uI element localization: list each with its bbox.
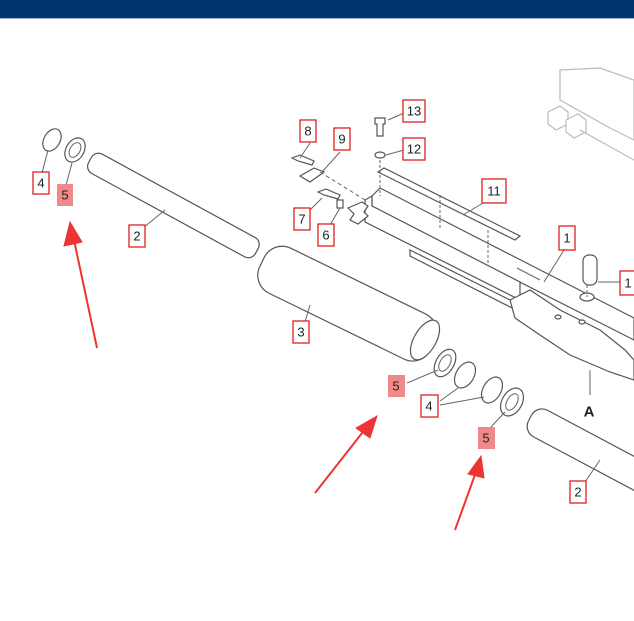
callout-2-left: 2 [128, 224, 146, 248]
callout-4-middle: 4 [420, 394, 439, 418]
svg-text:2: 2 [574, 485, 581, 500]
callout-6: 6 [317, 223, 335, 247]
callout-2-right: 2 [569, 480, 587, 504]
callout-8: 8 [299, 119, 317, 143]
svg-text:3: 3 [297, 325, 304, 340]
callout-5-middle-highlighted: 5 [388, 375, 405, 397]
background-assembly [547, 67, 634, 161]
svg-text:7: 7 [298, 212, 305, 227]
red-arrows [63, 220, 485, 531]
arrow-head-right [467, 454, 485, 479]
callout-10: 1 [619, 270, 634, 296]
arrow-head-left [63, 220, 83, 247]
svg-text:5: 5 [392, 379, 399, 394]
washer-part-4-b [480, 376, 504, 404]
callout-3: 3 [292, 320, 310, 344]
top-header-bar [0, 0, 634, 19]
callout-5-left-highlighted: 5 [57, 184, 73, 206]
washer-part-4-left [42, 128, 62, 152]
washer-part-4-a [453, 361, 477, 389]
svg-text:5: 5 [61, 188, 68, 203]
svg-text:12: 12 [407, 142, 421, 157]
svg-text:11: 11 [487, 184, 501, 199]
bearing-part-5-left [64, 137, 86, 163]
callout-11: 11 [481, 178, 507, 204]
callout-13: 13 [402, 99, 426, 123]
roller-part-2-left [86, 152, 260, 259]
svg-text:13: 13 [407, 104, 421, 119]
svg-text:1: 1 [563, 231, 570, 246]
small-hardware [290, 117, 386, 209]
svg-text:2: 2 [133, 229, 140, 244]
svg-text:5: 5 [482, 431, 489, 446]
callout-1: 1 [558, 225, 576, 251]
svg-text:8: 8 [304, 124, 311, 139]
view-label-a: A [584, 404, 595, 421]
callout-4-left: 4 [32, 171, 50, 195]
svg-text:4: 4 [425, 399, 432, 414]
svg-text:4: 4 [37, 176, 44, 191]
frame-part-1 [346, 160, 634, 395]
svg-text:6: 6 [322, 228, 329, 243]
callout-12: 12 [402, 137, 426, 161]
callout-5-right-highlighted: 5 [478, 427, 495, 449]
leader-lines [41, 112, 620, 483]
callout-7: 7 [293, 207, 311, 231]
callout-9: 9 [333, 127, 351, 151]
svg-text:1: 1 [624, 276, 631, 291]
svg-text:9: 9 [338, 132, 345, 147]
arrow-head-middle [355, 414, 378, 439]
pin-part-10 [582, 254, 598, 286]
